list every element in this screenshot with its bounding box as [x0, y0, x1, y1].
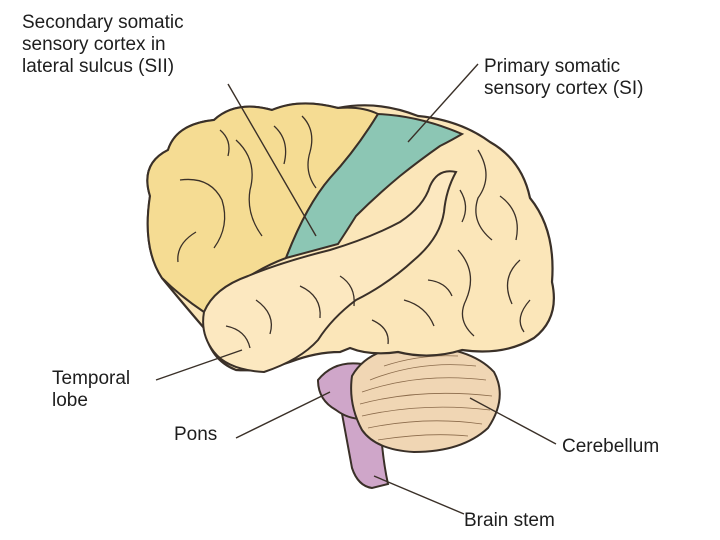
primary-somatic-sensory-cortex	[284, 112, 465, 260]
leader-lines	[155, 63, 557, 515]
label-line: sensory cortex (SI)	[484, 78, 644, 99]
label-line: Secondary somatic	[22, 12, 184, 33]
leader-pons	[235, 391, 331, 439]
leader-brainstem	[373, 475, 465, 515]
label-secondary-somatic-sensory-cortex: Secondary somatic sensory cortex in late…	[22, 12, 184, 78]
cerebellum	[350, 344, 501, 454]
leader-primary	[407, 63, 479, 143]
label-line: lateral sulcus (SII)	[22, 56, 175, 77]
gyri-lines	[177, 115, 531, 349]
cerebellum-folia	[359, 355, 493, 441]
label-brain-stem: Brain stem	[464, 510, 555, 532]
leader-secondary	[227, 83, 317, 237]
label-temporal-lobe: Temporal lobe	[52, 368, 130, 412]
label-line: lobe	[52, 390, 88, 411]
label-line: Temporal	[52, 368, 131, 389]
label-cerebellum: Cerebellum	[562, 436, 659, 458]
label-line: Brain stem	[464, 510, 555, 531]
label-pons: Pons	[174, 424, 217, 446]
leader-cerebellum	[469, 397, 557, 445]
temporal-lobe	[202, 170, 458, 374]
label-line: Primary somatic	[484, 56, 621, 77]
leader-temporal	[155, 349, 243, 381]
label-line: Pons	[174, 424, 218, 445]
label-line: sensory cortex in	[22, 34, 166, 55]
label-line: Cerebellum	[562, 436, 660, 457]
label-primary-somatic-sensory-cortex: Primary somatic sensory cortex (SI)	[484, 56, 643, 100]
